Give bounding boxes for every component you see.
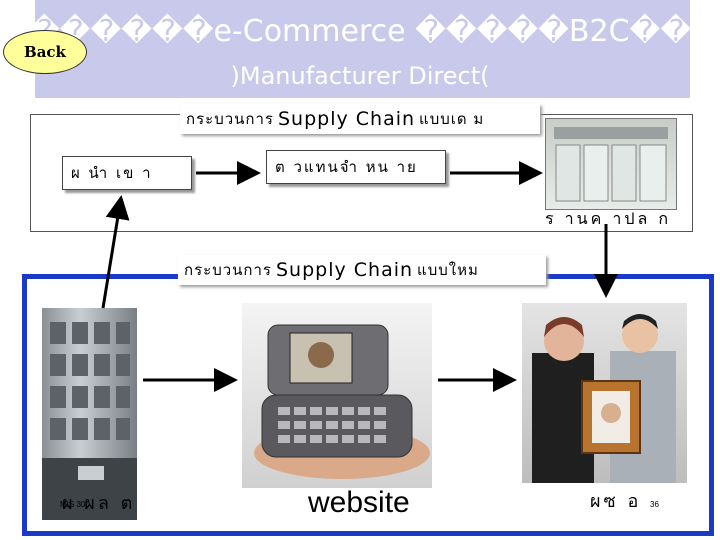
arrow-manufacturer-up — [103, 198, 121, 308]
